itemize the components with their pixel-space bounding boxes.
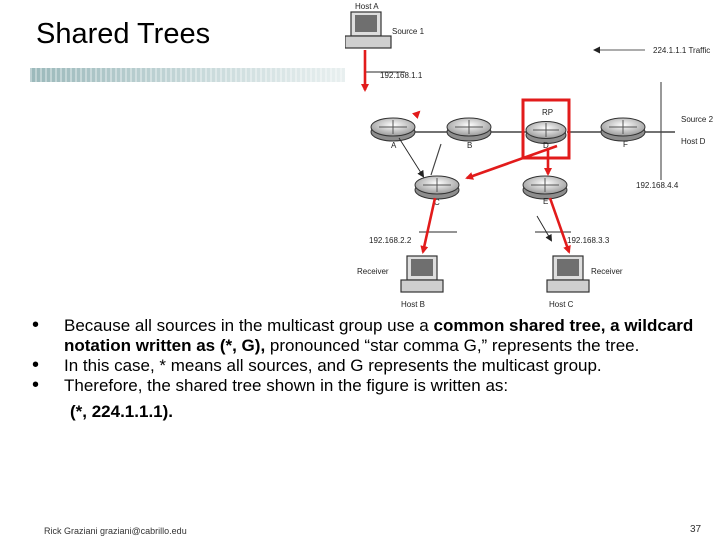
router-d-label: D xyxy=(543,141,549,150)
data-arrow-a-to-c xyxy=(398,137,425,178)
router-d-icon xyxy=(525,121,567,144)
router-f-icon xyxy=(600,117,646,142)
ip-host-b-label: 192.168.2.2 xyxy=(369,236,412,245)
rp-highlight-box xyxy=(521,98,571,160)
router-e-label: E xyxy=(543,197,548,206)
router-e-icon xyxy=(522,175,568,200)
source2-label: Source 2 xyxy=(681,115,714,124)
host-a-computer-icon xyxy=(345,11,392,49)
rp-label: RP xyxy=(542,108,553,117)
bullet-text: In this case, * means all sources, and G… xyxy=(64,356,602,375)
ip-host-c-label: 192.168.3.3 xyxy=(567,236,610,245)
host-b-label: Host B xyxy=(401,300,425,309)
bullet-marker: • xyxy=(32,374,40,396)
router-b-label: B xyxy=(467,141,472,150)
bullet-list: • Because all sources in the multicast gr… xyxy=(30,314,710,422)
source1-label: Source 1 xyxy=(392,27,425,36)
host-d-label: Host D xyxy=(681,137,706,146)
tree-arrow-a-to-d xyxy=(411,110,421,120)
bullet-text: Because all sources in the multicast gro… xyxy=(64,316,434,335)
page-number: 37 xyxy=(690,524,702,535)
host-b-computer-icon xyxy=(400,255,444,293)
tree-arrow-e-to-host-c xyxy=(548,197,571,254)
router-f-label: F xyxy=(623,140,628,149)
footer-author: Rick Graziani graziani@cabrillo.edu xyxy=(44,526,187,536)
host-c-computer-icon xyxy=(546,255,590,293)
ip-source1-label: 192.168.1.1 xyxy=(380,71,423,80)
router-c-label: C xyxy=(434,198,440,207)
host-a-label: Host A xyxy=(355,2,379,11)
host-c-label: Host C xyxy=(549,300,574,309)
receiver-c-label: Receiver xyxy=(591,267,623,276)
bullet-item: • Because all sources in the multicast gr… xyxy=(30,314,710,356)
bullet-text: Therefore, the shared tree shown in the … xyxy=(64,376,509,395)
receiver-b-label: Receiver xyxy=(357,267,389,276)
router-c-icon xyxy=(414,175,460,200)
data-arrow-to-host-c xyxy=(536,215,553,242)
bullet-marker: • xyxy=(32,314,40,336)
title-underline-texture xyxy=(30,68,348,82)
title-underline-bar xyxy=(30,68,348,82)
router-a-label: A xyxy=(391,141,397,150)
slide-title: Shared Trees xyxy=(36,18,211,50)
ip-host-d-label: 192.168.4.4 xyxy=(636,181,679,190)
tree-arrow-d-to-c xyxy=(465,144,558,180)
shared-tree-diagram: Host A Source 1 224.1.1.1 Traffic 192.16… xyxy=(345,0,720,312)
bullet-item: • In this case, * means all sources, and … xyxy=(30,354,710,376)
router-b-icon xyxy=(446,117,492,142)
shared-tree-notation: (*, 224.1.1.1). xyxy=(70,402,174,421)
tree-arrow-c-to-host-b xyxy=(420,197,437,254)
bullet-marker: • xyxy=(32,354,40,376)
traffic-label: 224.1.1.1 Traffic xyxy=(653,46,710,55)
bullet-text-tail: pronounced “star comma G,” represents th… xyxy=(265,336,640,355)
router-a-icon xyxy=(370,117,416,142)
bullet-bold-text: common shared tree, a wildcard notation … xyxy=(64,316,694,355)
bullet-item: • Therefore, the shared tree shown in the… xyxy=(30,374,710,396)
formula-line: (*, 224.1.1.1). xyxy=(30,402,710,422)
link-c-a xyxy=(430,143,442,176)
